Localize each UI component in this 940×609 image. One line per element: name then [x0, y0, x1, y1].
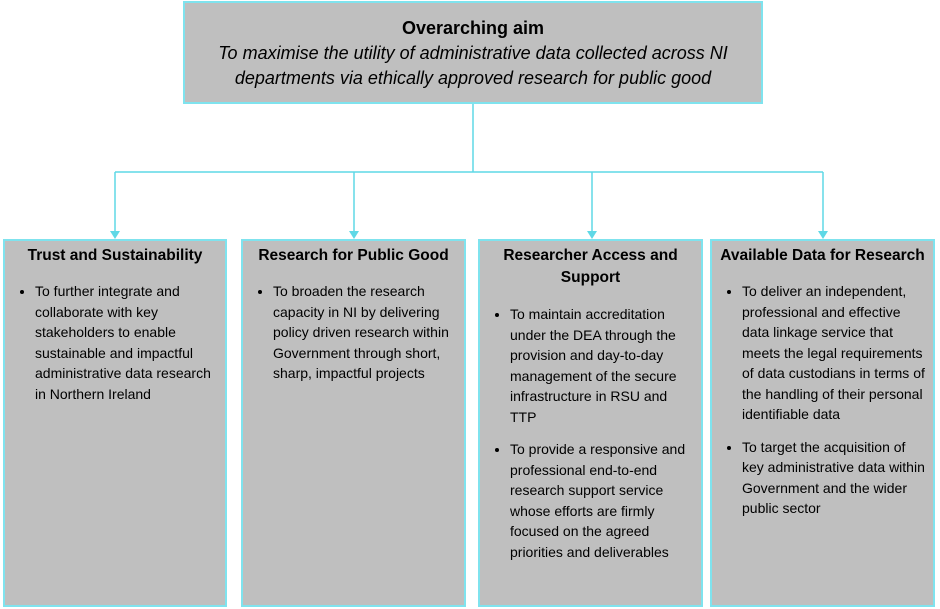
bullet-list: To maintain accreditation under the DEA …: [488, 304, 693, 562]
overarching-aim-box: Overarching aim To maximise the utility …: [183, 1, 763, 104]
bullet-item: To provide a responsive and professional…: [510, 439, 693, 562]
arrowhead-4: [818, 231, 828, 239]
column-research-public-good: Research for Public Good To broaden the …: [241, 239, 466, 607]
bullet-list: To deliver an independent, professional …: [720, 281, 925, 519]
bullet-list: To further integrate and collaborate wit…: [13, 281, 217, 404]
arrowhead-1: [110, 231, 120, 239]
column-researcher-access-support: Researcher Access and Support To maintai…: [478, 239, 703, 607]
column-title: Trust and Sustainability: [27, 247, 203, 264]
bullet-item: To deliver an independent, professional …: [742, 281, 925, 425]
column-available-data-research: Available Data for Research To deliver a…: [710, 239, 935, 607]
column-title: Research for Public Good: [258, 247, 449, 264]
overarching-aim-title: Overarching aim: [401, 18, 545, 38]
arrowhead-3: [587, 231, 597, 239]
arrowhead-2: [349, 231, 359, 239]
overarching-aim-text: To maximise the utility of administrativ…: [218, 43, 728, 88]
bullet-item: To maintain accreditation under the DEA …: [510, 304, 693, 427]
column-trust-sustainability: Trust and Sustainability To further inte…: [3, 239, 227, 607]
column-title: Available Data for Research: [720, 247, 925, 264]
bullet-item: To broaden the research capacity in NI b…: [273, 281, 456, 384]
column-title: Researcher Access and Support: [503, 247, 678, 286]
bullet-list: To broaden the research capacity in NI b…: [251, 281, 456, 384]
bullet-item: To further integrate and collaborate wit…: [35, 281, 217, 404]
bullet-item: To target the acquisition of key adminis…: [742, 437, 925, 519]
